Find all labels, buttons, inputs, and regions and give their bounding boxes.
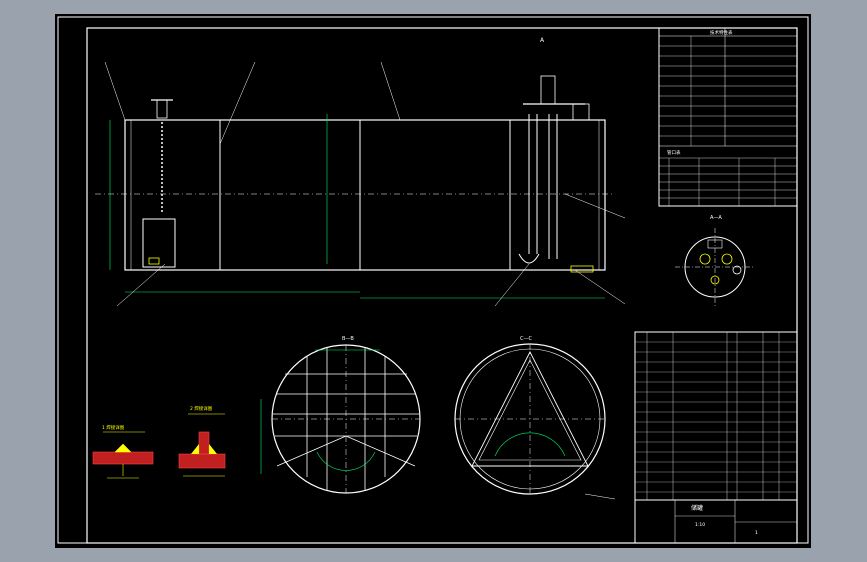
leader-4: [564, 193, 626, 219]
weld-detail-1: 1 焊接详图: [92, 424, 154, 479]
tank-elevation-view: [95, 61, 626, 307]
float-chamber: [142, 218, 176, 268]
right-nozzle: [540, 75, 556, 105]
leader-5: [574, 269, 626, 305]
tank-shell: [124, 119, 606, 271]
tech-table-title: 技术特性表: [710, 29, 733, 36]
section-grid: B—B: [260, 336, 421, 494]
tank-inner-shell: [130, 119, 600, 271]
support-left: [148, 257, 160, 265]
side-nozzle: [572, 103, 590, 121]
parts-list: [634, 331, 798, 501]
leader-7: [494, 263, 530, 307]
leader-3: [380, 61, 401, 121]
drawing-sheet: A: [55, 14, 811, 548]
top-view-label: A—A: [710, 215, 722, 221]
nozzle-table-title: 管口表: [667, 149, 681, 156]
drawing-canvas: A: [57, 16, 809, 544]
drawing-scale: 1:10: [695, 522, 705, 528]
inner-frame: [86, 27, 798, 544]
left-nozzle: [156, 99, 168, 119]
leader-2: [219, 61, 256, 145]
weld-detail-1-label: 1 焊接详图: [102, 424, 125, 431]
top-view: A—A: [675, 215, 755, 306]
support-right: [570, 265, 594, 273]
top-mark: A: [540, 37, 545, 44]
drawing-name: 储罐: [691, 504, 703, 512]
coil-bend: [518, 253, 540, 264]
title-block: 储罐 1:10 1: [634, 499, 798, 544]
section-triangle: C—C: [454, 336, 616, 500]
triangle-section-label: C—C: [520, 336, 532, 342]
leader-1: [104, 61, 126, 121]
weld-detail-2: 2 焊接详图: [178, 405, 226, 477]
tech-table: 技术特性表 管口表: [658, 27, 798, 207]
grid-section-label: B—B: [342, 336, 354, 342]
weld-detail-2-label: 2 焊接详图: [190, 405, 213, 412]
leader-6: [116, 263, 166, 307]
sheet-number: 1: [755, 530, 758, 536]
